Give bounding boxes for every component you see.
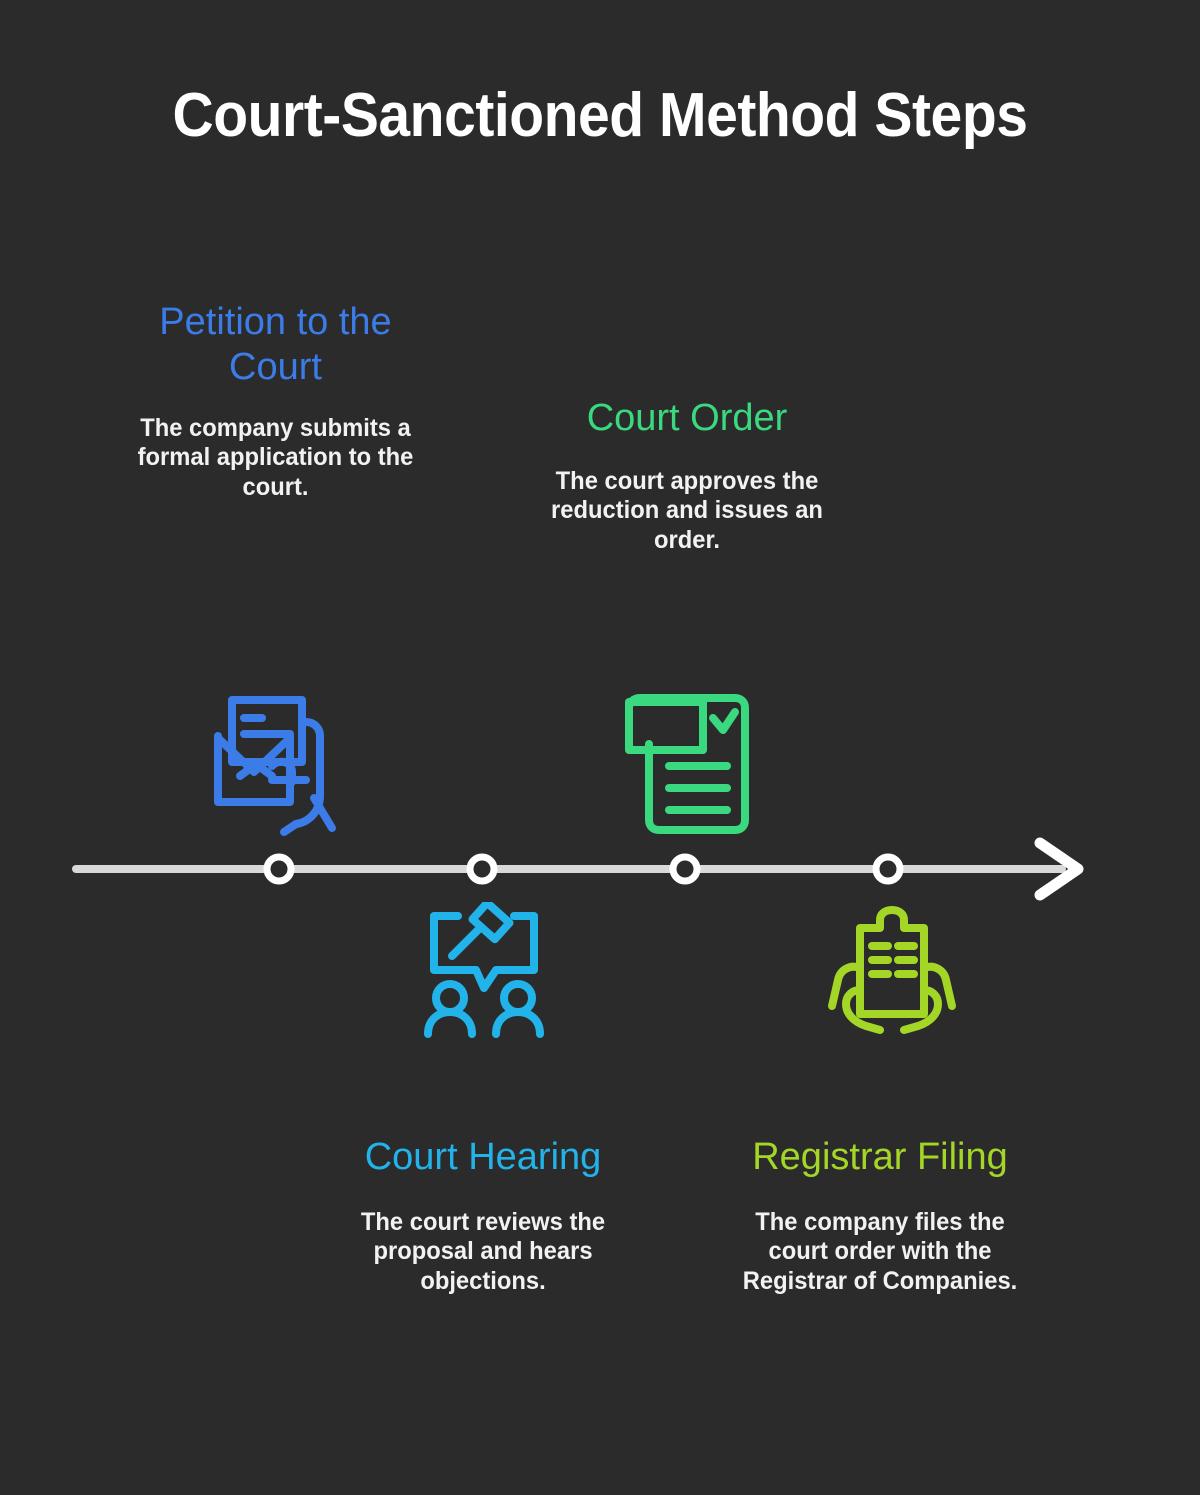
step-petition-to-the-court: Petition to the Court The company submit… [128, 300, 423, 502]
timeline-marker [263, 853, 295, 885]
hand-holding-envelope-icon [214, 696, 336, 836]
gavel-speech-bubble-people-icon [424, 902, 544, 1038]
step-description: The company files the court order with t… [742, 1207, 1018, 1295]
step-description: The court approves the reduction and iss… [551, 466, 823, 554]
step-heading: Petition to the Court [159, 301, 392, 388]
step-heading: Registrar Filing [752, 1136, 1008, 1178]
timeline-arrowhead-icon [1034, 837, 1084, 901]
step-heading: Court Order [586, 397, 788, 439]
hands-holding-clipboard-icon [828, 906, 956, 1034]
page-title: Court-Sanctioned Method Steps [172, 81, 1028, 150]
step-court-order: Court Order The court approves the reduc… [522, 396, 852, 555]
step-heading: Court Hearing [364, 1136, 602, 1178]
step-court-hearing: Court Hearing The court reviews the prop… [333, 1135, 633, 1296]
timeline-marker [872, 853, 904, 885]
approved-document-icon [625, 694, 749, 834]
step-description: The court reviews the proposal and hears… [360, 1207, 606, 1295]
timeline-marker [466, 853, 498, 885]
step-registrar-filing: Registrar Filing The company files the c… [730, 1135, 1030, 1296]
step-description: The company submits a formal application… [137, 413, 414, 501]
timeline-marker [669, 853, 701, 885]
